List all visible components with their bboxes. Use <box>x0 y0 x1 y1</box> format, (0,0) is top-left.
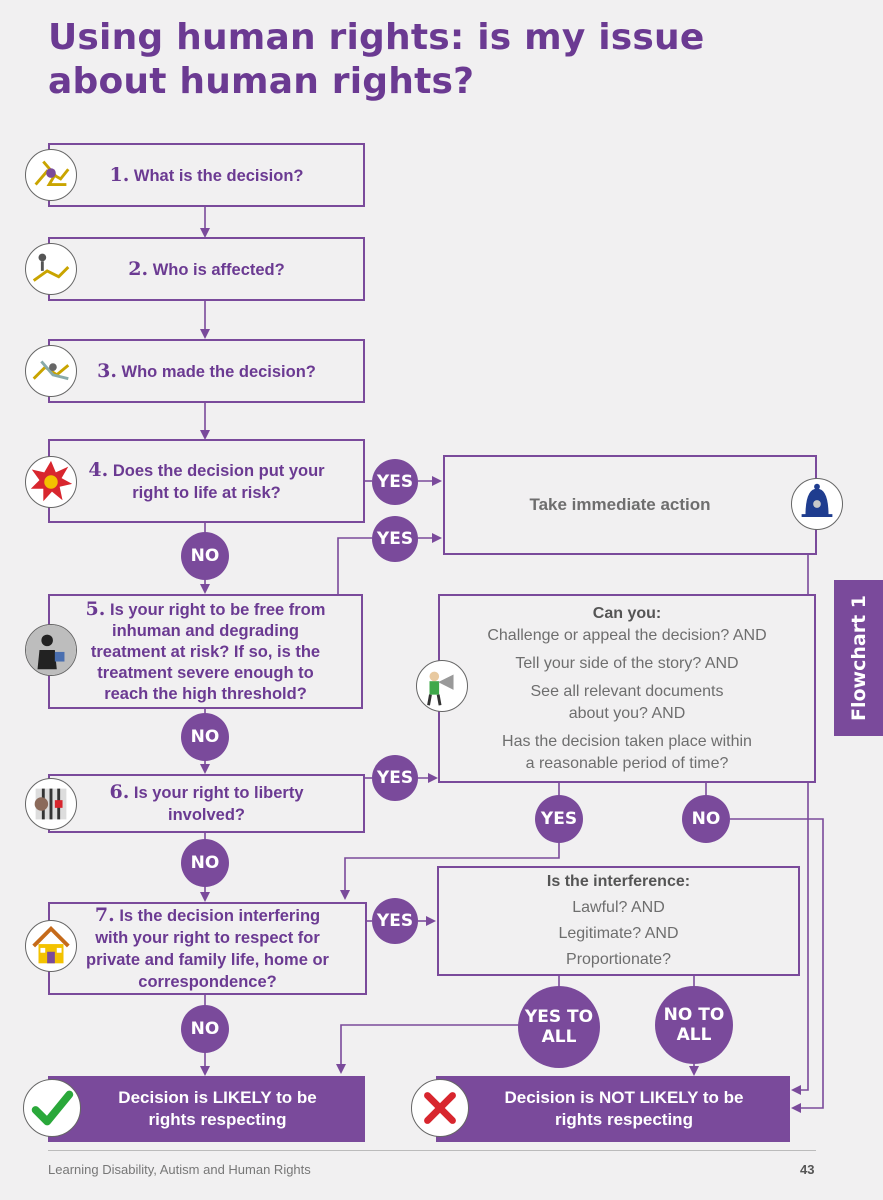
step-2-box: 2. Who is affected? <box>48 237 365 301</box>
no-circle-can-you: NO <box>682 795 730 843</box>
police-helmet-icon <box>791 478 843 530</box>
megaphone-person-icon <box>416 660 468 712</box>
footer-divider <box>48 1150 816 1151</box>
flowchart-tab: Flowchart 1 <box>834 580 883 736</box>
step-5-box: 5. Is your right to be free from inhuman… <box>48 594 363 709</box>
page-number: 43 <box>800 1162 815 1177</box>
take-action-box: Take immediate action <box>443 455 817 555</box>
danger-explosion-icon <box>25 456 77 508</box>
group-signpost-icon <box>25 345 77 397</box>
result-likely-box: Decision is LIKELY to be rights respecti… <box>48 1076 365 1142</box>
no-circle-q5: NO <box>181 713 229 761</box>
no-circle-q7: NO <box>181 1005 229 1053</box>
result-not-likely-box: Decision is NOT LIKELY to be rights resp… <box>436 1076 790 1142</box>
house-icon <box>25 920 77 972</box>
interference-box: Is the interference: Lawful? AND Legitim… <box>437 866 800 976</box>
prison-bars-icon <box>25 778 77 830</box>
footer-source: Learning Disability, Autism and Human Ri… <box>48 1162 311 1177</box>
yes-circle-q4: YES <box>372 459 418 505</box>
person-dark-icon <box>25 624 77 676</box>
no-circle-q6: NO <box>181 839 229 887</box>
step-1-box: 1. What is the decision? <box>48 143 365 207</box>
step-4-box: 4. Does the decision put your right to l… <box>48 439 365 523</box>
yes-circle-q6: YES <box>372 755 418 801</box>
yes-circle-q7: YES <box>372 898 418 944</box>
yes-circle-can-you: YES <box>535 795 583 843</box>
can-you-box: Can you: Challenge or appeal the decisio… <box>438 594 816 783</box>
no-circle-q4: NO <box>181 532 229 580</box>
step-7-box: 7. Is the decision interfering with your… <box>48 902 367 995</box>
person-signpost-icon <box>25 243 77 295</box>
yes-to-all-circle: YES TO ALL <box>518 986 600 1068</box>
step-6-box: 6. Is your right to liberty involved? <box>48 774 365 833</box>
check-mark-icon <box>23 1079 81 1137</box>
cross-mark-icon <box>411 1079 469 1137</box>
no-to-all-circle: NO TO ALL <box>655 986 733 1064</box>
page-title: Using human rights: is my issue about hu… <box>48 17 705 102</box>
step-3-box: 3. Who made the decision? <box>48 339 365 403</box>
yes-circle-q5: YES <box>372 516 418 562</box>
question-signpost-icon <box>25 149 77 201</box>
